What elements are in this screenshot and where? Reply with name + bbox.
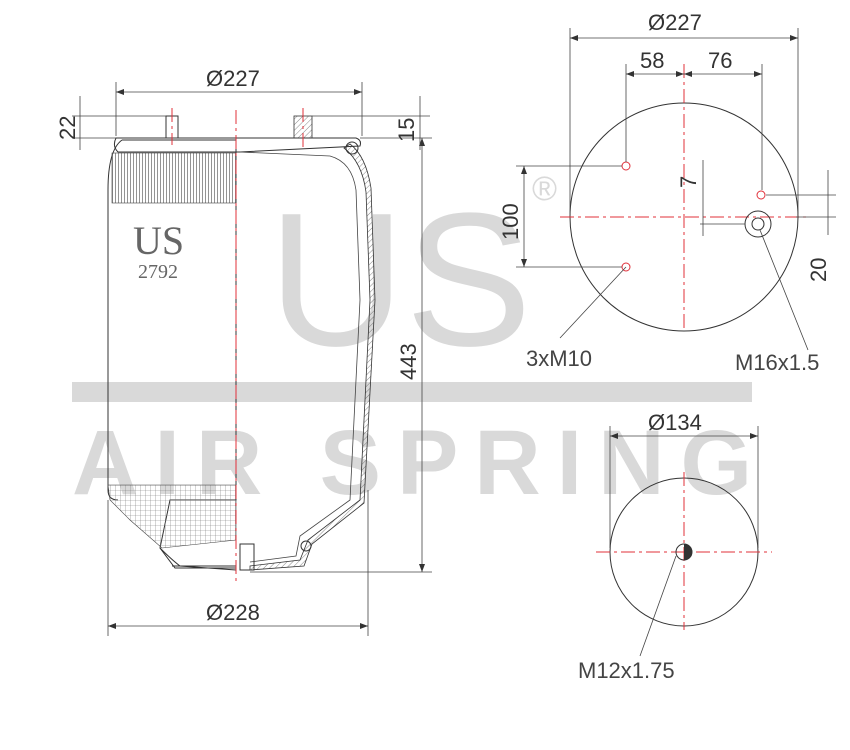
air-fitting-outer <box>744 210 772 238</box>
side-top-diameter-label: Ø227 <box>206 66 260 91</box>
air-fitting-leader <box>759 229 809 351</box>
watermark-bar <box>72 382 752 402</box>
air-fitting-inner <box>751 217 765 231</box>
part-number-text: 2792 <box>138 261 178 283</box>
watermark-registered-mark: ® <box>532 170 557 208</box>
top-view-edge-offset-label: 20 <box>806 258 831 282</box>
top-view-hole-spacing-label: 100 <box>498 203 523 240</box>
piston-bottom <box>159 547 237 571</box>
top-view-offset-left-label: 58 <box>640 48 664 73</box>
top-plate <box>113 137 361 153</box>
upper-rib-band <box>111 152 237 204</box>
side-left-stud-height-label: 22 <box>55 116 80 140</box>
side-right-stud-height-label: 15 <box>394 118 419 142</box>
side-height-label: 443 <box>396 343 421 380</box>
top-view-vertical-offset-label: 7 <box>676 176 701 188</box>
bolt-hole-right <box>756 190 766 200</box>
bolt-hole-top <box>621 161 631 171</box>
bottom-view: Ø134 M12x1.75 <box>578 410 772 683</box>
top-view-air-fitting-label: M16x1.5 <box>735 350 819 375</box>
part-brand-text: US <box>133 218 184 263</box>
watermark-us-text: US <box>268 174 532 386</box>
top-view-bolts-label: 3xM10 <box>526 346 592 371</box>
top-view-diameter-label: Ø227 <box>648 10 702 35</box>
bottom-thread-fill <box>684 544 692 560</box>
bottom-bead <box>300 540 312 552</box>
bottom-fitting <box>239 543 255 571</box>
lower-grid-band <box>107 484 237 549</box>
top-bead <box>345 141 359 155</box>
top-view: Ø227 58 76 100 7 20 3xM10 M16x1.5 <box>498 10 836 375</box>
section-inner-line <box>239 151 361 563</box>
bottom-view-diameter-label: Ø134 <box>648 410 702 435</box>
bolts-leader <box>559 266 627 339</box>
side-view: US 2792 Ø227 Ø228 443 22 15 <box>55 66 432 636</box>
top-view-offset-right-label: 76 <box>708 48 732 73</box>
side-bottom-diameter-label: Ø228 <box>206 600 260 625</box>
thread-leader <box>639 555 677 657</box>
bottom-view-thread-label: M12x1.75 <box>578 658 675 683</box>
